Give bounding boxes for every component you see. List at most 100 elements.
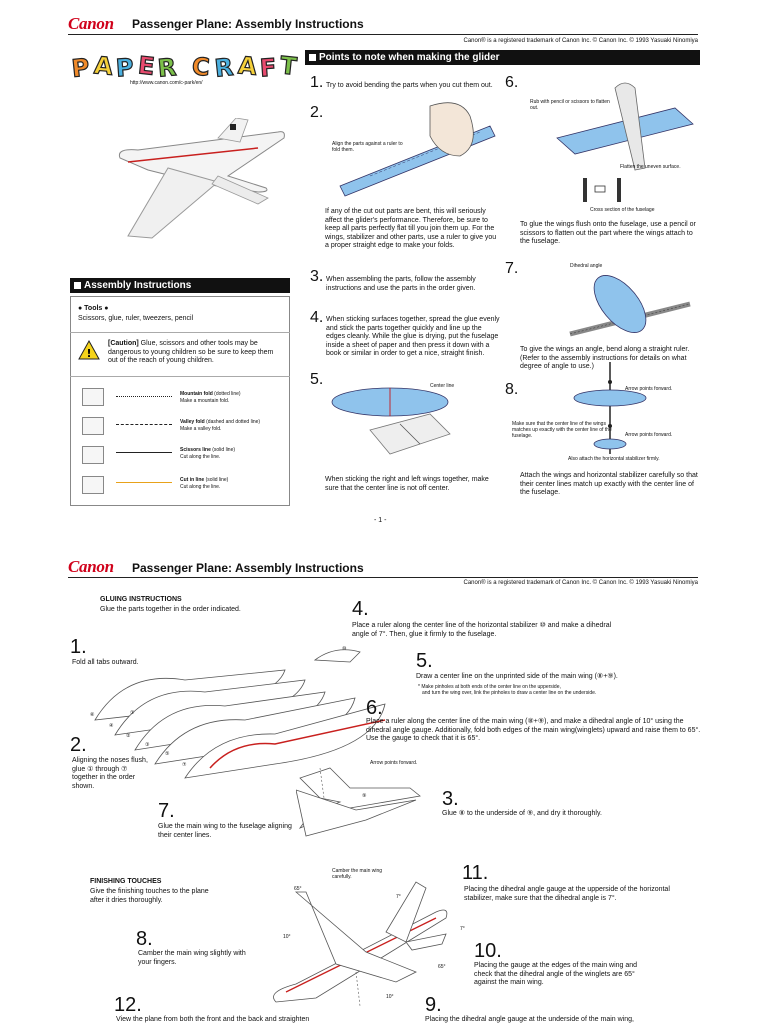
point-8-figure <box>573 362 647 454</box>
valley-fold-line <box>116 424 172 425</box>
step-3-text: Glue ⑧ to the underside of ⑨, and dry it… <box>442 810 602 817</box>
part-number-6: ⑥ <box>90 712 95 718</box>
assembly-box <box>70 296 290 506</box>
point-8-label-3: Arrow points forward. <box>625 432 673 438</box>
point-6-figure <box>556 82 694 202</box>
camber-label: Camber the main wing carefully. <box>332 868 383 880</box>
point-2-figure <box>339 102 496 197</box>
point-8-label-1: Arrow points forward. <box>625 386 673 392</box>
step-6-text: Place a ruler along the center line of t… <box>366 718 701 742</box>
svg-text:E: E <box>137 51 156 81</box>
canon-brand: Canon <box>68 14 114 33</box>
fuselage-parts-figure <box>94 649 386 779</box>
step-5-note-1: * Make pinholes at both ends of the cent… <box>418 684 561 690</box>
point-6-number: 6. <box>505 74 519 91</box>
step-12-text: View the plane from both the front and t… <box>116 1016 310 1023</box>
point-4-number: 4. <box>310 309 324 326</box>
step-8-text: Camber the main wing slightly with your … <box>138 950 246 966</box>
cut-in-icon <box>82 476 104 494</box>
step-6-number: 6. <box>366 697 383 719</box>
canon-brand-2: Canon <box>68 557 114 576</box>
page-number: - 1 - <box>374 517 387 524</box>
part-number-4: ④ <box>109 723 114 729</box>
step-7-figure <box>296 789 417 837</box>
tools-divider <box>70 332 290 333</box>
point-8-label-2: Make sure that the center line of the wi… <box>512 421 612 439</box>
angle-10-left: 10° <box>283 934 291 940</box>
header-rule-2 <box>68 577 698 578</box>
step-4-number: 4. <box>352 598 369 620</box>
step-2-text: Aligning the noses flush, glue ① through… <box>72 757 148 790</box>
point-5-number: 5. <box>310 371 324 388</box>
tools-label: ● Tools ● <box>78 305 109 312</box>
step-1-text: Fold all tabs outward. <box>72 659 139 666</box>
cut-in-line <box>116 482 172 483</box>
step-1-number: 1. <box>70 636 87 658</box>
point-6-text: To glue the wings flush onto the fuselag… <box>520 221 696 245</box>
caution-text: [Caution] Glue, scissors and other tools… <box>108 340 274 364</box>
step-6-label: Arrow points forward. <box>370 760 418 766</box>
mountain-fold-icon <box>82 388 104 406</box>
part-number-1: ① <box>130 710 135 716</box>
step-3-number: 3. <box>442 788 459 810</box>
svg-text:R: R <box>157 53 178 82</box>
point-6-label-2: Flatten the uneven surface. <box>620 164 681 170</box>
caution-divider <box>70 376 290 377</box>
tools-list: Scissors, glue, ruler, tweezers, pencil <box>78 315 194 322</box>
step-8-number: 8. <box>136 928 153 950</box>
warning-icon: ! <box>78 340 100 360</box>
point-4-text: When sticking surfaces together, spread … <box>326 316 500 357</box>
finished-plane-figure <box>273 881 448 1007</box>
mountain-fold-title: Mountain fold (dotted line) <box>180 391 241 397</box>
angle-65-top: 65° <box>294 886 302 892</box>
valley-fold-icon <box>82 417 104 435</box>
svg-text:R: R <box>213 53 234 82</box>
point-5-label: Center line <box>430 383 455 389</box>
point-7-text: To give the wings an angle, bend along a… <box>520 346 690 370</box>
angle-7-right: 7° <box>460 926 465 932</box>
trademark-notice: Canon® is a registered trademark of Cano… <box>463 38 699 44</box>
paper-craft-logo: P A P E R C R A F T <box>70 50 302 84</box>
point-7-label: Dihedral angle <box>570 263 603 269</box>
step-5-number: 5. <box>416 650 433 672</box>
step-11-text: Placing the dihedral angle gauge at the … <box>464 886 670 902</box>
point-6-label-3: Cross section of the fuselage <box>590 207 655 213</box>
point-6-label-1: Rub with pencil or scissors to flatten o… <box>530 99 610 111</box>
point-5-figure <box>331 387 451 455</box>
point-8-text: Attach the wings and horizontal stabiliz… <box>520 472 698 496</box>
page-title: Passenger Plane: Assembly Instructions <box>132 17 364 31</box>
part-number-5: ⑤ <box>165 751 170 757</box>
angle-10-bottom: 10° <box>386 994 394 1000</box>
svg-text:P: P <box>70 53 90 82</box>
page-title-2: Passenger Plane: Assembly Instructions <box>132 561 364 575</box>
paper-craft-logo-art: P A P E R C R A F T <box>70 51 299 84</box>
plane-illustration <box>118 118 285 239</box>
step-9-text: Placing the dihedral angle gauge at the … <box>425 1016 634 1023</box>
scissors-line <box>116 452 172 453</box>
part-number-10: ⑩ <box>342 646 347 652</box>
svg-text:T: T <box>279 51 299 81</box>
svg-text:A: A <box>93 51 114 81</box>
point-7-figure <box>569 275 691 337</box>
valley-fold-desc: Make a valley fold. <box>180 426 222 432</box>
header-rule <box>68 34 698 35</box>
step-10-text: Placing the gauge at the edges of the ma… <box>474 962 638 986</box>
angle-65-right: 65° <box>438 964 446 970</box>
finishing-subtitle: Give the finishing touches to the plane … <box>90 888 209 904</box>
mountain-fold-line <box>116 396 172 397</box>
angle-7-top: 7° <box>396 894 401 900</box>
step-9-number: 9. <box>425 994 442 1016</box>
part-number-9: ⑨ <box>362 793 367 799</box>
mountain-fold-desc: Make a mountain fold. <box>180 398 230 404</box>
points-header: Points to note when making the glider <box>305 50 700 65</box>
point-1-number: 1. <box>310 74 324 91</box>
point-2-number: 2. <box>310 104 324 121</box>
assembly-instructions-header: Assembly Instructions <box>70 278 290 293</box>
point-3-text: When assembling the parts, follow the as… <box>326 276 476 292</box>
finishing-header: FINISHING TOUCHES <box>90 878 162 885</box>
step-7-number: 7. <box>158 800 175 822</box>
svg-text:C: C <box>191 52 211 81</box>
gluing-subtitle: Glue the parts together in the order ind… <box>100 606 241 613</box>
svg-text:A: A <box>237 51 258 81</box>
part-number-3: ③ <box>145 742 150 748</box>
